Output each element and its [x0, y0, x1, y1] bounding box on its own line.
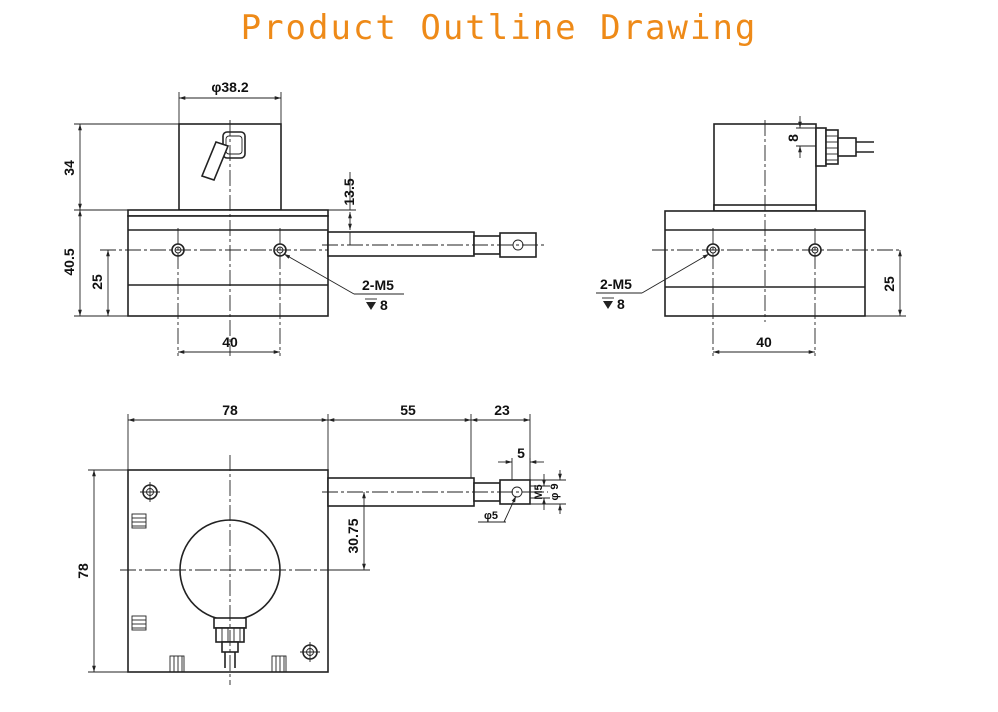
front-thread-depth: 8	[380, 297, 388, 313]
dim-height: 78	[75, 563, 91, 579]
dim-hole-spacing: 40	[222, 334, 238, 350]
front-knob	[200, 131, 246, 181]
side-dim-hole-spacing: 40	[756, 334, 772, 350]
dim-housing-height: 34	[61, 160, 77, 176]
side-thread-label: 2-M5	[600, 276, 632, 292]
front-body	[127, 215, 329, 317]
front-flange	[127, 209, 329, 217]
top-side-screws	[131, 513, 287, 673]
dim-housing-diameter: φ38.2	[211, 79, 248, 95]
dim-width: 78	[222, 402, 238, 418]
side-connector	[815, 127, 874, 167]
dim-pin-diameter: φ5	[484, 510, 498, 522]
page-title: Product Outline Drawing	[240, 8, 758, 48]
side-dim-hole-height: 25	[881, 276, 897, 292]
dim-rod-offset-top: 30.75	[345, 518, 361, 553]
side-view: 8 25 40 2-M5 8	[596, 116, 906, 356]
top-view: 78 55 23 5 M5 φ 9 φ5 30.75 78	[75, 402, 566, 685]
dim-end-length: 23	[494, 402, 510, 418]
dim-end-diameter: φ 9	[549, 483, 561, 500]
dim-body-height: 40.5	[61, 248, 77, 275]
dim-rod-offset: 13.5	[341, 178, 357, 205]
front-rod	[327, 231, 475, 257]
dim-stroke: 55	[400, 402, 416, 418]
dim-thread: M5	[533, 484, 545, 499]
dim-end-slot: 5	[517, 445, 525, 461]
dim-connector-offset: 8	[785, 134, 801, 142]
side-thread-depth: 8	[617, 296, 625, 312]
depth-symbol-icon	[365, 298, 377, 310]
front-thread-label: 2-M5	[362, 277, 394, 293]
front-view: φ38.2 34 40.5 25 13.5 40 2-M5 8	[61, 79, 545, 356]
depth-symbol-icon	[602, 297, 614, 309]
dim-hole-height: 25	[89, 274, 105, 290]
